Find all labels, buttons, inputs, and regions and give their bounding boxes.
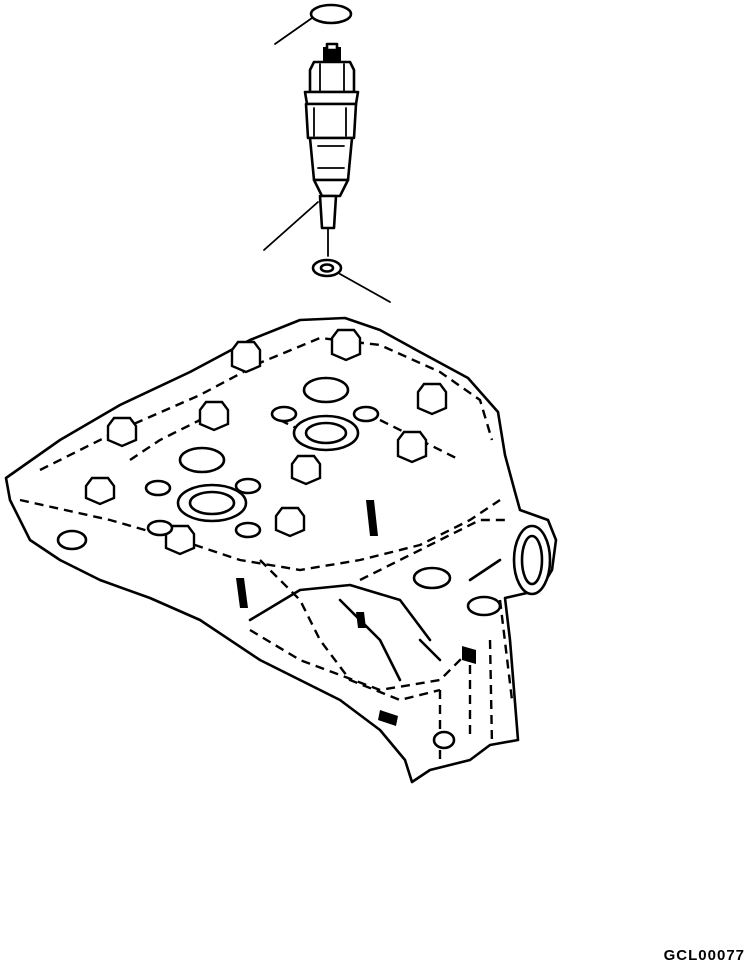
o-ring-part [309,3,353,25]
fuel-injector-part [303,42,360,257]
cylinder-head-assembly [4,316,558,784]
gasket-part [311,258,343,278]
leader-line-injector [263,201,319,251]
figure-reference-code: GCL00077 [663,947,745,964]
leader-line-gasket [339,273,391,303]
leader-line-o-ring [274,17,313,45]
